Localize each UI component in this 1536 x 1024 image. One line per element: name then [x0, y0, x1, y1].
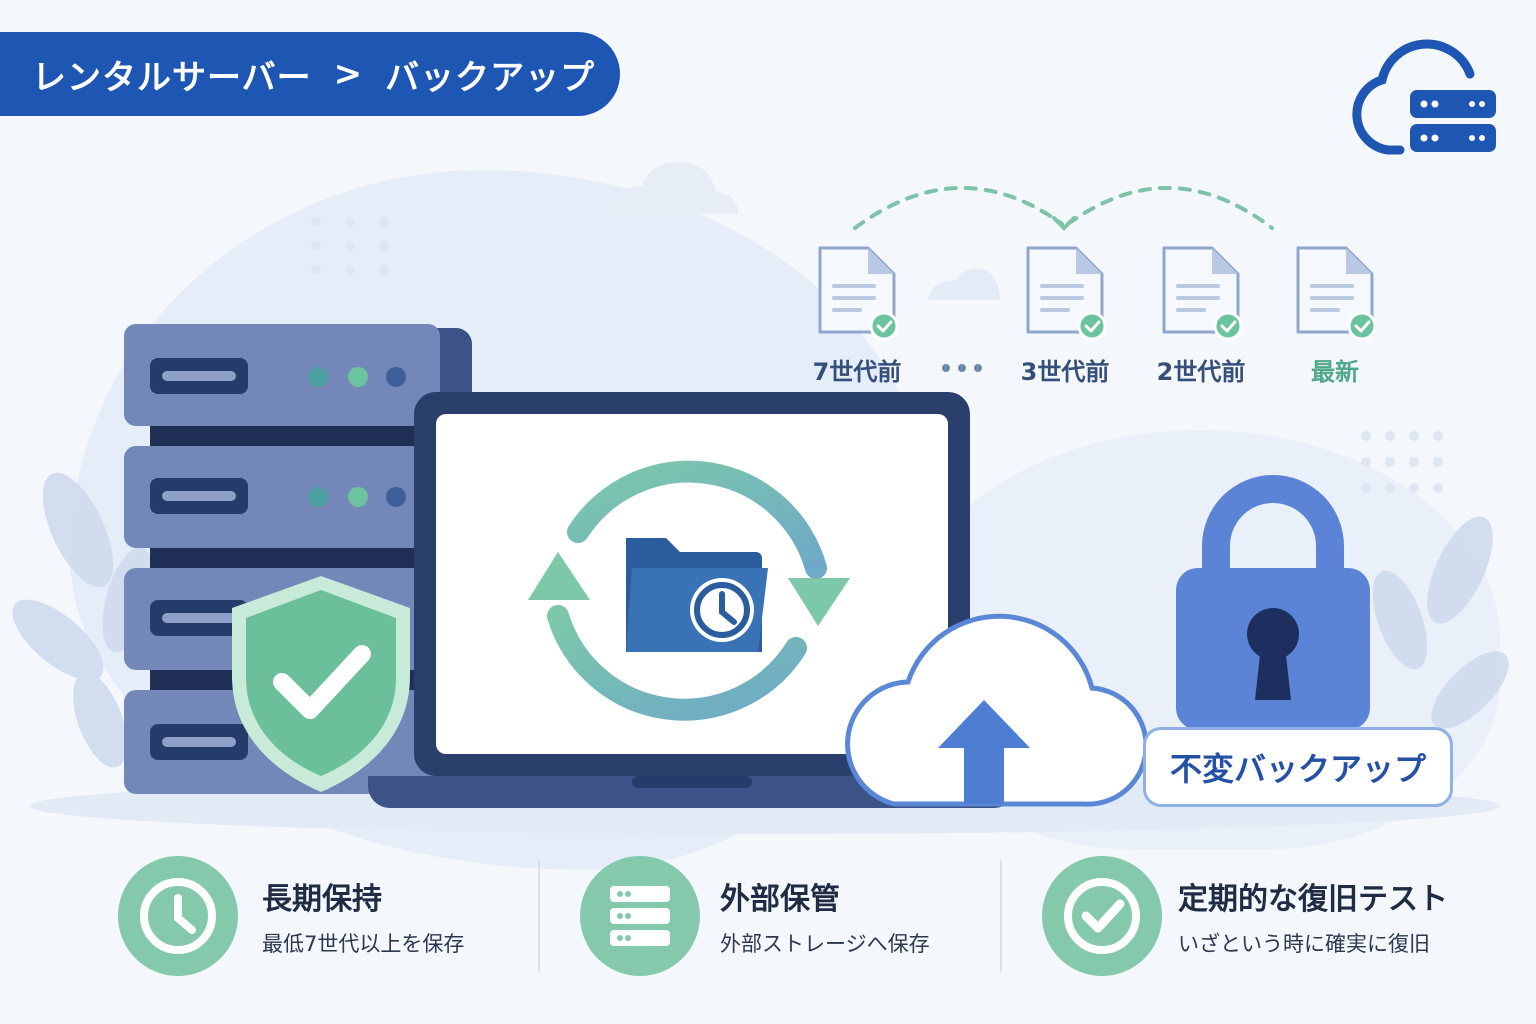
cloud-server-icon: [1352, 39, 1496, 155]
backup-document-icon: [818, 246, 899, 341]
ellipsis-icon: [942, 364, 982, 372]
immutable-backup-badge: 不変バックアップ: [1143, 727, 1453, 807]
generation-label: 3世代前: [1020, 358, 1110, 386]
feature-title: 定期的な復旧テスト: [1178, 882, 1448, 917]
backup-document-icon: [1026, 246, 1107, 341]
feature-description: 最低7世代以上を保存: [262, 932, 465, 956]
feature-description: いざという時に確実に復旧: [1178, 932, 1430, 956]
backup-document-icon: [1296, 246, 1377, 341]
feature-description: 外部ストレージへ保存: [720, 932, 930, 956]
breadcrumb: レンタルサーバー > バックアップ: [0, 32, 620, 116]
feature-divider: [1000, 860, 1002, 972]
generation-label: 最新: [1311, 358, 1359, 386]
clock-icon: [118, 856, 238, 976]
sync-icon: [528, 460, 850, 721]
breadcrumb-separator: >: [333, 54, 364, 94]
generation-arcs: [853, 186, 1274, 231]
backup-document-icon: [1162, 246, 1243, 341]
generation-label: 2世代前: [1156, 358, 1246, 386]
folder-clock-icon: [626, 538, 768, 652]
check-circle-icon: [1042, 856, 1162, 976]
feature-title: 外部保管: [720, 882, 840, 917]
shield-check-icon: [232, 576, 410, 792]
feature-title: 長期保持: [262, 882, 382, 917]
breadcrumb-current: バックアップ: [385, 57, 596, 98]
server-stack-icon: [580, 856, 700, 976]
cloud-upload-icon: [845, 613, 1149, 807]
breadcrumb-parent[interactable]: レンタルサーバー: [32, 57, 312, 98]
generation-label: 7世代前: [812, 358, 902, 386]
feature-divider: [538, 860, 540, 972]
lock-icon: [1176, 475, 1370, 730]
